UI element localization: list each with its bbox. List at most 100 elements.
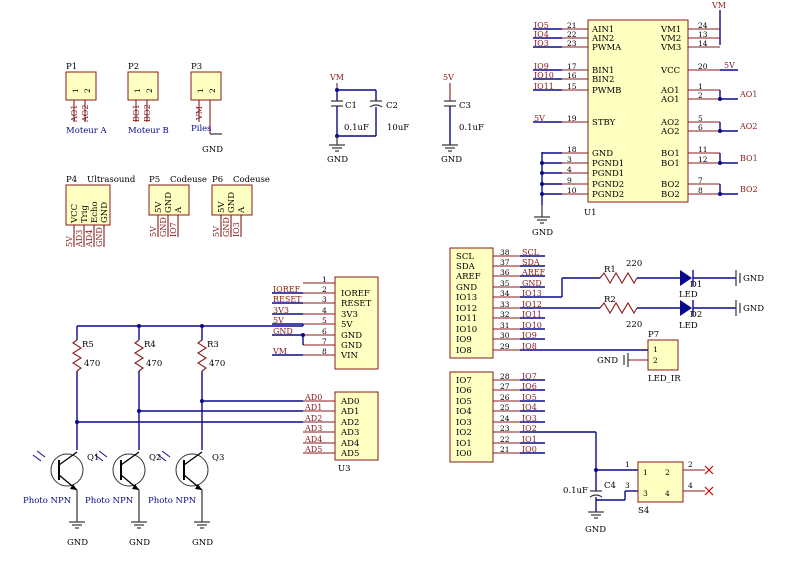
u3-an-net: AD4 (304, 435, 322, 444)
q3-collector (183, 451, 203, 466)
hdr-pin-name: AREF (455, 272, 481, 282)
u1-left-pin-num: 3 (567, 155, 572, 164)
p7-pin1: 1 (653, 345, 658, 354)
hdr-net: IO1 (522, 435, 537, 444)
hdr-net: IO0 (522, 445, 537, 454)
s4-pin1-inner: 1 (643, 468, 648, 477)
q3-light-icon (157, 450, 171, 462)
hdr-pin-num: 29 (500, 342, 510, 351)
q2-value: Photo NPN (85, 496, 134, 506)
u1-right-net: AO2 (739, 122, 757, 131)
u1-gnd-label: GND (532, 228, 553, 238)
u1-left-pin-num: 16 (567, 71, 577, 80)
p1-net1: AO1 (70, 105, 79, 123)
u1-right-pin-name: AO1 (660, 95, 680, 105)
c3-gnd-label: GND (441, 155, 462, 165)
d1-gnd-label: GND (743, 274, 764, 284)
u1-left-pin-name: PGND1 (592, 159, 624, 169)
u1-left-pin-name: BIN1 (592, 66, 614, 76)
q1-arrow-icon (70, 484, 77, 490)
p7-value: LED_IR (648, 374, 681, 384)
hdr-net: IO7 (522, 372, 537, 381)
u1-left-pin-name: PWMA (592, 43, 622, 53)
p7-gnd-label: GND (597, 356, 618, 366)
hdr-pin-name: IO8 (456, 346, 472, 356)
hdr-pin-num: 24 (500, 414, 510, 423)
u1-pair-junction (718, 129, 722, 133)
c3-5v-label: 5V (443, 73, 454, 82)
u3-pin-name: IOREF (341, 289, 370, 299)
p5-ref: P5 (149, 175, 160, 185)
hdr-pin-name: IO0 (456, 449, 472, 459)
hdr-net: IO4 (522, 403, 537, 412)
p5-pins-net: IO7 (169, 222, 178, 237)
u3-net: IOREF (273, 285, 301, 294)
hdr-net: SDA (522, 258, 540, 267)
u3-an-pin-name: AD4 (340, 439, 359, 449)
u3-an-pin-name: AD2 (340, 418, 359, 428)
p2-pin2-num: 2 (145, 88, 154, 93)
hdr-pin-num: 26 (500, 393, 510, 402)
u3-pin-name: 5V (341, 320, 353, 330)
u3-pin-num: 6 (322, 327, 327, 336)
p1-net2: AO2 (81, 105, 90, 123)
p6-pins-pin-name: 5V (217, 201, 227, 213)
q3-arrow-icon (195, 484, 202, 490)
d1-value: LED (679, 290, 698, 300)
u1-left-pin-name: BIN2 (592, 75, 614, 85)
u1-left-pin-num: 15 (567, 82, 577, 91)
u1-left-net: 5V (534, 114, 545, 123)
hdr-net: IO6 (522, 382, 537, 391)
u1-left-pin-num: 19 (567, 114, 577, 123)
d2-value: LED (679, 321, 698, 331)
led-section: R1 220 GND D1 LED R2 220 GND D2 LED (545, 259, 764, 331)
d2-gnd-label: GND (743, 304, 764, 314)
u3-pin-num: 5 (322, 316, 327, 325)
hdr-pin-num: 34 (500, 289, 510, 298)
u1-left-net: IO9 (534, 62, 549, 71)
p3-net1: VM (195, 106, 204, 121)
u1-right-pin-num: 20 (698, 62, 708, 71)
u1-left-pin-name: PGND2 (592, 180, 624, 190)
u1-left-pin-num: 10 (567, 186, 577, 195)
p6-pins-pin-name: A (237, 206, 247, 214)
u1-left-net: IO11 (534, 82, 554, 91)
hdr-pin-num: 30 (500, 331, 510, 340)
p4-pins-net: 5V (65, 236, 74, 247)
connector-p1: P1 1 2 AO1 AO2 Moteur A (65, 62, 108, 136)
u1-right-pin-name: VM1 (660, 25, 681, 35)
u1-left-pin-num: 22 (567, 30, 577, 39)
p2-value: Moteur B (128, 126, 169, 136)
s4-pin3-num: 3 (625, 481, 630, 490)
u3-pin-name: GND (341, 341, 362, 351)
d1-ref: D1 (690, 280, 702, 290)
r5-resistor-icon (71, 339, 83, 372)
u3-an-net: AD0 (304, 393, 322, 402)
s4-pin4-inner: 4 (665, 489, 670, 498)
p3-gnd-label: GND (202, 145, 223, 155)
p7-ref: P7 (648, 330, 659, 340)
rq-gnd-label: GND (129, 538, 150, 548)
s4-nc2-icon (704, 465, 714, 475)
u1-left-pin-name: PGND2 (592, 190, 624, 200)
q2-body (112, 453, 146, 487)
p4-pins-net: AD3 (75, 230, 84, 248)
u1-left-pin-num: 17 (567, 62, 577, 71)
s4-pin2-num: 2 (688, 460, 693, 469)
u1-right-pin-name: BO1 (661, 149, 680, 159)
q2-collector (120, 451, 140, 466)
r3-resistor-icon (196, 339, 208, 372)
q1-value: Photo NPN (23, 496, 72, 506)
hdr-pin-num: 27 (500, 382, 510, 391)
p5-pins-net: 5V (149, 226, 158, 237)
connector-p3: P3 1 2 VM Piles GND (190, 62, 223, 155)
u3-an-net: AD5 (304, 445, 322, 454)
p6-pins-net: 5V (212, 226, 221, 237)
hdr-pin-num: 28 (500, 372, 510, 381)
u1-right-net: BO1 (740, 154, 758, 163)
u1-right-pin-name: AO2 (660, 118, 680, 128)
s4-nc4-icon (704, 486, 714, 496)
